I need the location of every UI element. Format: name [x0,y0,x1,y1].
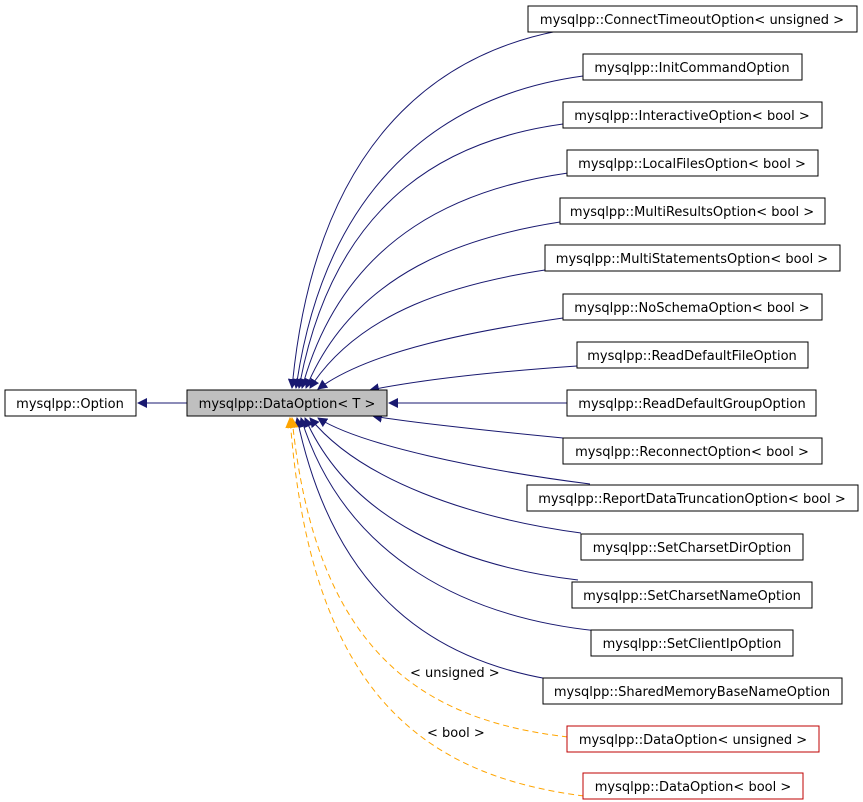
edge-label-bool: < bool > [427,726,485,741]
node-readdefaultfile[interactable]: mysqlpp::ReadDefaultFileOption [576,341,809,369]
node-multiresults[interactable]: mysqlpp::MultiResultsOption< bool > [559,197,826,225]
node-dataoption-unsigned[interactable]: mysqlpp::DataOption< unsigned > [566,725,820,753]
svg-text:mysqlpp::InitCommandOption: mysqlpp::InitCommandOption [594,61,789,76]
edge-multiresults [304,221,561,389]
edge-interactive [295,123,564,389]
svg-text:mysqlpp::Option: mysqlpp::Option [16,397,124,412]
node-dataoption-t[interactable]: mysqlpp::DataOption< T > [186,389,388,417]
svg-text:mysqlpp::SharedMemoryBaseNameO: mysqlpp::SharedMemoryBaseNameOption [554,685,830,700]
svg-text:mysqlpp::ReconnectOption< bool: mysqlpp::ReconnectOption< bool > [575,445,809,460]
edge-template-unsigned [287,416,569,738]
node-setclientip[interactable]: mysqlpp::SetClientIpOption [590,629,794,657]
svg-text:mysqlpp::InteractiveOption< bo: mysqlpp::InteractiveOption< bool > [574,109,810,124]
edges [137,30,599,797]
svg-text:mysqlpp::ReportDataTruncationO: mysqlpp::ReportDataTruncationOption< boo… [538,492,845,507]
edge-reportdatatruncation [317,417,591,485]
edge-connecttimeout [287,30,559,389]
svg-text:mysqlpp::DataOption< bool >: mysqlpp::DataOption< bool > [595,780,792,795]
node-readdefaultgroup[interactable]: mysqlpp::ReadDefaultGroupOption [566,389,817,417]
node-reconnect[interactable]: mysqlpp::ReconnectOption< bool > [562,437,823,465]
edge-multistatements [309,269,546,389]
edge-setclientip [298,417,599,632]
svg-text:mysqlpp::ReadDefaultFileOption: mysqlpp::ReadDefaultFileOption [587,349,797,364]
edge-sharedmemory [293,417,549,680]
node-setcharsetname[interactable]: mysqlpp::SetCharsetNameOption [571,581,813,609]
node-initcommand[interactable]: mysqlpp::InitCommandOption [582,53,803,81]
svg-text:mysqlpp::ConnectTimeoutOption<: mysqlpp::ConnectTimeoutOption< unsigned … [540,13,844,28]
edge-setcharsetdir [309,417,582,534]
svg-text:mysqlpp::SetCharsetNameOption: mysqlpp::SetCharsetNameOption [583,589,801,604]
node-interactive[interactable]: mysqlpp::InteractiveOption< bool > [562,101,823,129]
svg-text:mysqlpp::MultiStatementsOption: mysqlpp::MultiStatementsOption< bool > [556,252,828,267]
node-option[interactable]: mysqlpp::Option [4,389,137,417]
edge-initcommand [292,75,584,389]
edge-localfiles [299,172,569,389]
node-setcharsetdir[interactable]: mysqlpp::SetCharsetDirOption [580,533,804,561]
edge-noschema [317,317,564,390]
svg-text:mysqlpp::SetCharsetDirOption: mysqlpp::SetCharsetDirOption [593,541,791,556]
svg-text:mysqlpp::MultiResultsOption< b: mysqlpp::MultiResultsOption< bool > [570,205,814,220]
edge-readdefaultfile [369,365,578,394]
svg-text:mysqlpp::LocalFilesOption< boo: mysqlpp::LocalFilesOption< bool > [578,157,806,172]
node-connecttimeout[interactable]: mysqlpp::ConnectTimeoutOption< unsigned … [527,5,858,33]
svg-text:mysqlpp::SetClientIpOption: mysqlpp::SetClientIpOption [603,637,782,652]
edge-setcharsetname [304,417,579,581]
node-dataoption-bool[interactable]: mysqlpp::DataOption< bool > [582,772,804,800]
edge-label-unsigned: < unsigned > [410,666,500,681]
svg-text:mysqlpp::DataOption< unsigned: mysqlpp::DataOption< unsigned > [579,733,807,748]
node-noschema[interactable]: mysqlpp::NoSchemaOption< bool > [562,293,823,321]
node-reportdatatruncation[interactable]: mysqlpp::ReportDataTruncationOption< boo… [526,484,859,512]
node-multistatements[interactable]: mysqlpp::MultiStatementsOption< bool > [544,244,841,272]
svg-text:mysqlpp::NoSchemaOption< bool: mysqlpp::NoSchemaOption< bool > [574,301,809,316]
svg-text:mysqlpp::DataOption< T >: mysqlpp::DataOption< T > [199,397,376,412]
svg-text:mysqlpp::ReadDefaultGroupOptio: mysqlpp::ReadDefaultGroupOption [578,397,805,412]
edge-reconnect [372,412,564,439]
node-localfiles[interactable]: mysqlpp::LocalFilesOption< bool > [566,149,819,177]
node-sharedmemory[interactable]: mysqlpp::SharedMemoryBaseNameOption [542,677,843,705]
